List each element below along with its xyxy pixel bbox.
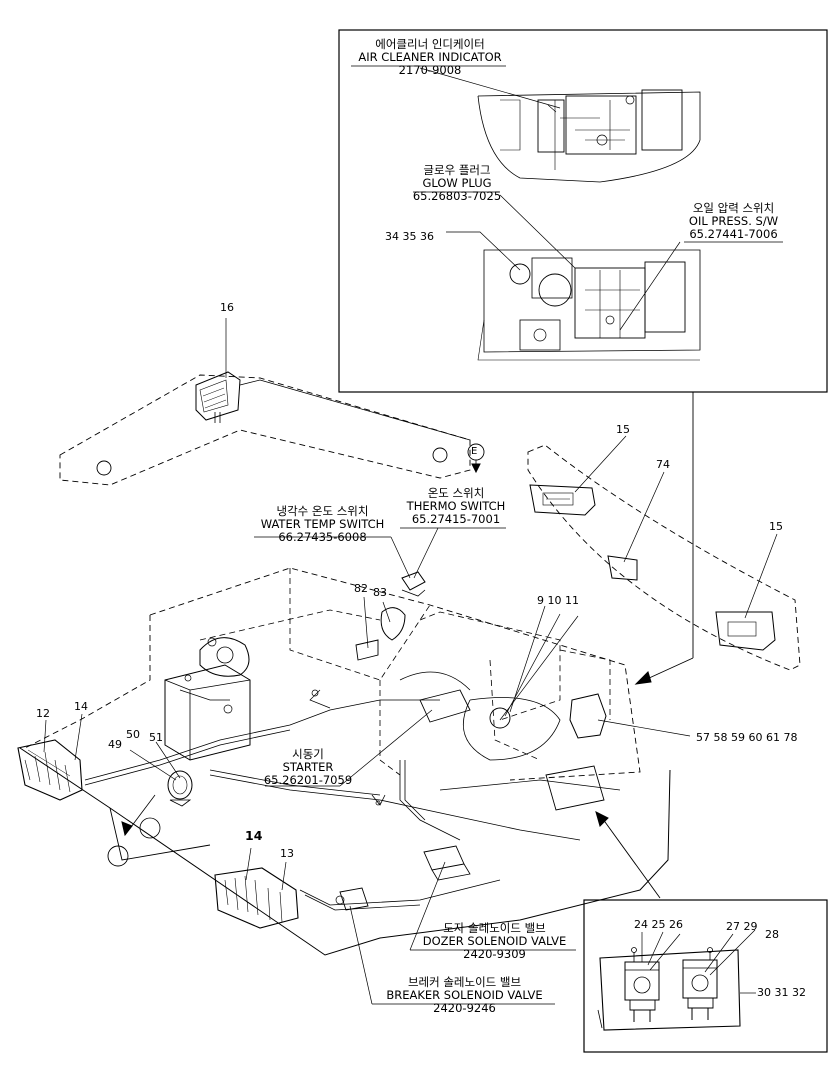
dozer-valve-callout: 도자 솔레노이드 밸브 DOZER SOLENOID VALVE 2420-93… [412, 922, 577, 961]
item-number-83: 83 [373, 586, 387, 599]
boom-assembly [59, 318, 485, 486]
upper-structure [17, 567, 671, 956]
air-cleaner-callout: 에어클리너 인디케이터 AIR CLEANER INDICATOR 2170-9… [350, 38, 510, 77]
water-temp-en: WATER TEMP SWITCH [260, 517, 385, 531]
section-marker-e: E [471, 446, 478, 457]
thermo-switch-part: 65.27415-7001 [411, 512, 501, 526]
glow-plug-en: GLOW PLUG [422, 176, 492, 190]
item-number-50: 50 [126, 728, 140, 741]
inset-leader-arrow [634, 392, 694, 685]
oil-press-en: OIL PRESS. S/W [688, 214, 779, 228]
item-number-13: 13 [280, 847, 294, 860]
breaker-valve-part: 2420-9246 [433, 1001, 496, 1015]
item-number-49: 49 [108, 738, 122, 751]
glow-plug-part: 65.26803-7025 [412, 189, 502, 203]
starter-callout: 시동기 STARTER 65.26201-7059 [258, 748, 358, 787]
item-number-16: 16 [220, 301, 234, 314]
water-temp-callout: 냉각수 온도 스위치 WATER TEMP SWITCH 66.27435-60… [250, 505, 395, 544]
item-number-82: 82 [354, 582, 368, 595]
oil-press-callout: 오일 압력 스위치 OIL PRESS. S/W 65.27441-7006 [676, 202, 791, 241]
glow-plug-kr: 글로우 플러그 [423, 163, 491, 177]
water-temp-kr: 냉각수 온도 스위치 [276, 504, 369, 518]
thermo-switch-callout: 온도 스위치 THERMO SWITCH 65.27415-7001 [400, 487, 512, 526]
starter-kr: 시동기 [292, 747, 324, 761]
item-number-57-78: 57 58 59 60 61 78 [696, 731, 798, 744]
dozer-valve-en: DOZER SOLENOID VALVE [422, 934, 567, 948]
item-number-14-rear: 14 [245, 828, 263, 843]
item-number-24-26: 24 25 26 [634, 918, 683, 931]
breaker-valve-kr: 브레커 솔레노이드 밸브 [407, 975, 522, 989]
item-number-34-36: 34 35 36 [385, 230, 434, 243]
starter-part: 65.26201-7059 [263, 773, 353, 787]
item-number-9-11: 9 10 11 [537, 594, 579, 607]
air-cleaner-part: 2170-9008 [398, 63, 462, 77]
item-number-74: 74 [656, 458, 670, 471]
dozer-valve-part: 2420-9309 [463, 947, 526, 961]
item-number-51: 51 [149, 731, 163, 744]
oil-press-kr: 오일 압력 스위치 [692, 201, 775, 215]
leader-lines [43, 527, 691, 1005]
air-cleaner-en: AIR CLEANER INDICATOR [358, 50, 502, 64]
dozer-valve-kr: 도자 솔레노이드 밸브 [443, 921, 546, 935]
air-cleaner-kr: 에어클리너 인디케이터 [375, 37, 485, 51]
oil-press-part: 65.27441-7006 [689, 227, 778, 241]
item-number-28: 28 [765, 928, 779, 941]
starter-en: STARTER [282, 760, 334, 774]
thermo-switch-kr: 온도 스위치 [427, 486, 485, 500]
item-number-15-upper: 15 [616, 423, 630, 436]
item-number-12: 12 [36, 707, 50, 720]
valve-detail-inset [583, 811, 828, 1053]
water-temp-part: 66.27435-6008 [278, 530, 367, 544]
item-number-15-lower: 15 [769, 520, 783, 533]
cab-panel-assembly [527, 435, 801, 671]
breaker-valve-en: BREAKER SOLENOID VALVE [386, 988, 543, 1002]
engine-detail-inset [338, 29, 828, 393]
item-number-14-left: 14 [74, 700, 88, 713]
breaker-valve-callout: 브레커 솔레노이드 밸브 BREAKER SOLENOID VALVE 2420… [372, 976, 557, 1015]
thermo-switch-en: THERMO SWITCH [406, 499, 506, 513]
item-number-30-32: 30 31 32 [757, 986, 806, 999]
item-number-27-29: 27 29 [726, 920, 758, 933]
glow-plug-callout: 글로우 플러그 GLOW PLUG 65.26803-7025 [402, 164, 512, 203]
